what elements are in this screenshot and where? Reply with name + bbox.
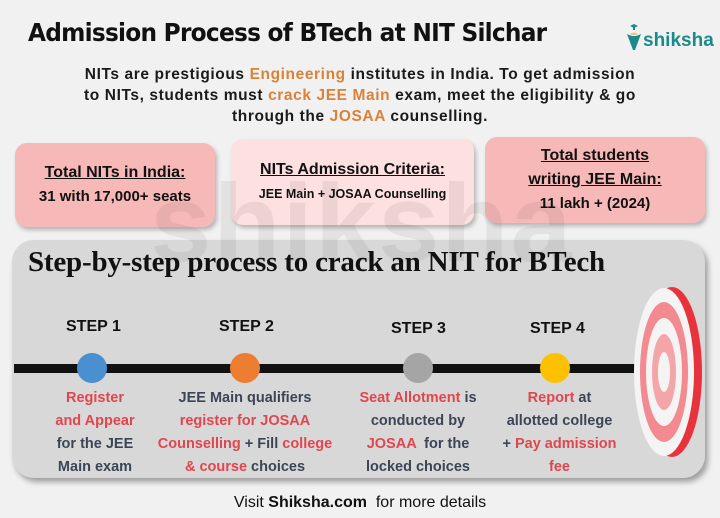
description-text: choices [247,459,306,475]
process-panel: Step-by-step process to crack an NIT for… [12,240,705,478]
intro-text: NITs are prestigious [84,66,250,83]
step-4-dot [540,353,570,383]
description-line: JOSAA for the [348,433,488,456]
footer-text: Visit [233,494,269,511]
step-3-dot [403,353,433,383]
footer-text: for more details [366,494,487,511]
highlighted-text: Pay admission [514,436,617,452]
description-text: + Fill [240,436,283,452]
info-box-value: 11 lakh + (2024) [539,195,651,212]
description-line: JEE Main qualifiers [145,387,345,410]
step-3-description: Seat Allotment is conducted by JOSAA for t… [348,387,488,479]
description-line: conducted by [348,410,488,433]
description-line: Seat Allotment is [348,387,488,410]
info-box-total-nits: Total NITs in India: 31 with 17,000+ sea… [15,143,215,227]
description-text: at [574,390,592,406]
highlight-josaa: JOSAA [329,108,386,125]
info-box-value: 31 with 17,000+ seats [38,188,192,205]
step-2-dot [230,353,260,383]
step-4-label: STEP 4 [530,320,585,337]
intro-text: through the [232,108,330,125]
description-line: Report at [492,387,627,410]
description-text: allotted college [506,413,613,429]
highlighted-text: Report [527,390,575,406]
info-box-heading: Total NITs in India: [44,164,186,181]
description-text: for the [416,436,470,452]
step-1-label: STEP 1 [66,318,121,335]
info-box-heading: writing JEE Main: [528,171,662,188]
intro-text: institutes in India. To get admission [345,66,636,83]
highlight-crack-jee: crack JEE Main [268,87,391,104]
highlighted-text: Seat Allotment [359,390,461,406]
description-text: locked choices [366,459,470,475]
description-line: Register [40,387,150,410]
description-text: Main exam [57,459,133,475]
step-4-description: Report at allotted college + Pay admission… [492,387,627,479]
step-1-description: Register and Appear for the JEE Main exam [40,387,150,479]
description-line: and Appear [40,410,150,433]
description-line: & course choices [145,456,345,479]
highlight-engineering: Engineering [249,66,346,83]
info-box-admission-criteria: NITs Admission Criteria: JEE Main + JOSA… [231,139,474,225]
intro-text: counselling. [385,108,488,125]
info-box-heading: Total students [540,147,650,164]
step-3-label: STEP 3 [391,320,446,337]
highlighted-text: Counselling [157,436,241,452]
highlighted-text: & course [184,459,248,475]
timeline-line [14,364,642,373]
info-boxes: Total NITs in India: 31 with 17,000+ sea… [15,137,705,227]
shiksha-logo[interactable]: shiksha [626,12,714,52]
highlighted-text: college [282,436,333,452]
highlighted-text: register for JOSAA [179,413,311,429]
description-line: allotted college [492,410,627,433]
target-icon [628,282,704,467]
description-text: JEE Main qualifiers [178,390,312,406]
highlighted-text: JOSAA [366,436,417,452]
logo-text: shiksha [643,30,714,51]
highlighted-text: and Appear [55,413,135,429]
description-line: fee [492,456,627,479]
description-text: + [502,436,515,452]
description-text: for the JEE [56,436,134,452]
description-line: + Pay admission [492,433,627,456]
description-line: for the JEE [40,433,150,456]
description-line: Counselling + Fill college [145,433,345,456]
description-line: Main exam [40,456,150,479]
info-box-heading: NITs Admission Criteria: [260,161,445,178]
shiksha-logo-icon [626,22,642,52]
description-line: register for JOSAA [145,410,345,433]
shiksha-link[interactable]: Shiksha.com [268,494,367,511]
step-1-dot [77,353,107,383]
highlighted-text: fee [549,459,570,475]
step-2-description: JEE Main qualifiers register for JOSAA Cou… [145,387,345,479]
process-title: Step-by-step process to crack an NIT for… [28,246,605,278]
highlighted-text: Register [65,390,125,406]
intro-text: exam, meet the eligibility & go [390,87,636,104]
info-box-total-students: Total students writing JEE Main: 11 lakh… [485,137,705,223]
page-title: Admission Process of BTech at NIT Silcha… [28,18,547,47]
footer: Visit Shiksha.com for more details [0,494,720,512]
step-2-label: STEP 2 [219,318,274,335]
intro-text: to NITs, students must [84,87,269,104]
description-text: conducted by [370,413,466,429]
intro-paragraph: NITs are prestigious Engineering institu… [30,64,690,127]
description-line: locked choices [348,456,488,479]
description-text: is [460,390,477,406]
info-box-value: JEE Main + JOSAA Counselling [258,187,447,201]
